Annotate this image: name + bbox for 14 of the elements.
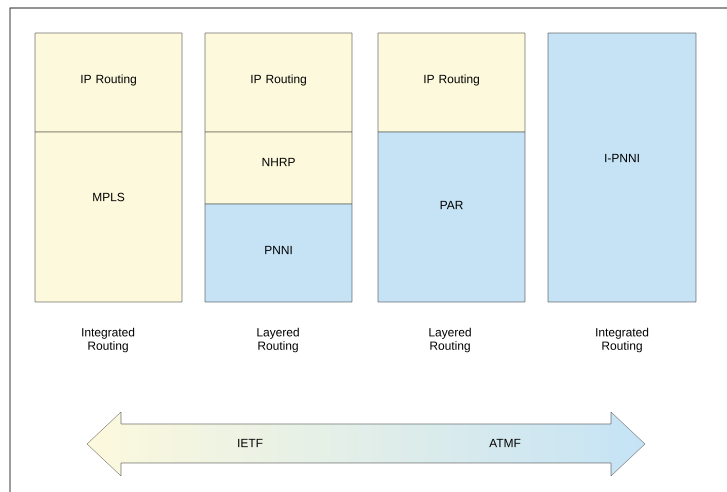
stack-layer: MPLS <box>34 132 182 302</box>
arrow-label: ATMF <box>489 438 520 448</box>
stack-layer: NHRP <box>204 132 352 204</box>
stack-layer: IP Routing <box>204 32 352 132</box>
caption: Integrated Routing <box>82 328 134 352</box>
stack-layer: PNNI <box>204 204 352 302</box>
stack-layer: IP Routing <box>378 32 526 132</box>
arrow-label: IETF <box>238 438 262 448</box>
stack-layer: IP Routing <box>34 32 182 132</box>
caption: Layered Routing <box>429 328 471 352</box>
caption: Integrated Routing <box>596 328 648 352</box>
stack-layer: PAR <box>378 132 526 302</box>
stack-layer: I-PNNI <box>548 32 696 302</box>
caption: Layered Routing <box>257 328 299 352</box>
